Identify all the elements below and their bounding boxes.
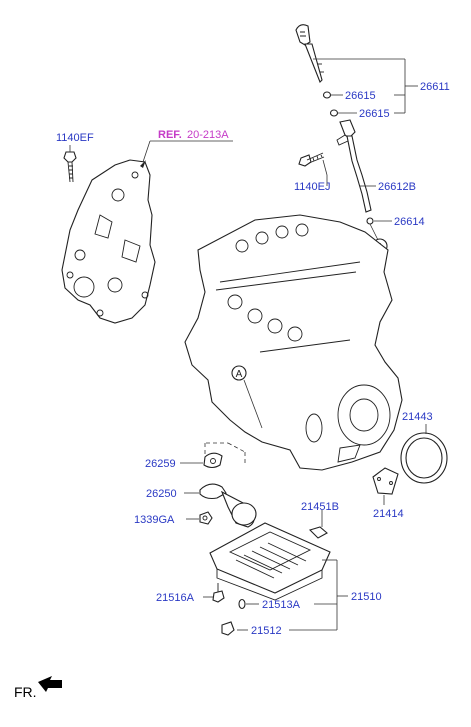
drain-plug-part: [212, 583, 225, 603]
marker-a-engine: [231, 365, 247, 381]
seal-ring: [400, 432, 448, 484]
label-21451b: 21451B: [301, 501, 339, 513]
label-26611: 26611: [420, 81, 450, 93]
label-26259: 26259: [145, 458, 176, 470]
nut-part: [199, 511, 213, 525]
oring-tube: [366, 217, 374, 225]
guide-tube: [336, 119, 372, 213]
gasket-dash: [204, 442, 246, 465]
marker-a-leader: [243, 379, 263, 429]
front-indicator-label: FR.: [14, 684, 37, 700]
bolt-1140ef: [63, 145, 77, 183]
label-21443: 21443: [402, 411, 433, 423]
strainer-part: [199, 483, 257, 528]
label-21512: 21512: [251, 625, 282, 637]
label-21414: 21414: [373, 508, 404, 520]
cover-plate: [372, 467, 399, 495]
drain-gasket-part: [238, 598, 246, 610]
label-26614: 26614: [394, 216, 425, 228]
label-1339ga: 1339GA: [134, 514, 175, 526]
oil-pan-leaders: [237, 559, 348, 631]
gasket-part: [203, 452, 223, 469]
engine-block: [184, 214, 403, 471]
oring-upper: [322, 91, 332, 99]
dipstick-leaders: [313, 58, 418, 241]
label-21516a: 21516A: [156, 592, 195, 604]
front-arrow-icon: [38, 676, 62, 692]
label-1140ef: 1140EF: [56, 132, 94, 144]
plug-part: [221, 621, 235, 636]
reference-leader: [140, 140, 233, 168]
label-1140ej: 1140EJ: [294, 181, 331, 193]
label-26250: 26250: [146, 488, 177, 500]
timing-cover: [61, 159, 156, 324]
bolt-1140ej: [298, 152, 325, 167]
oil-pan: [209, 522, 331, 601]
marker-a-engine-letter: A: [236, 369, 243, 380]
reference-prefix: REF.: [158, 129, 182, 141]
label-26615-lower: 26615: [359, 108, 390, 120]
reference-code: 20-213A: [187, 129, 229, 141]
dipstick: [295, 24, 324, 83]
oring-lower: [329, 109, 339, 117]
label-21513a: 21513A: [262, 599, 301, 611]
bracket-part: [308, 526, 328, 539]
label-21510: 21510: [351, 591, 382, 603]
label-26612b: 26612B: [378, 181, 416, 193]
label-26615-upper: 26615: [345, 90, 376, 102]
